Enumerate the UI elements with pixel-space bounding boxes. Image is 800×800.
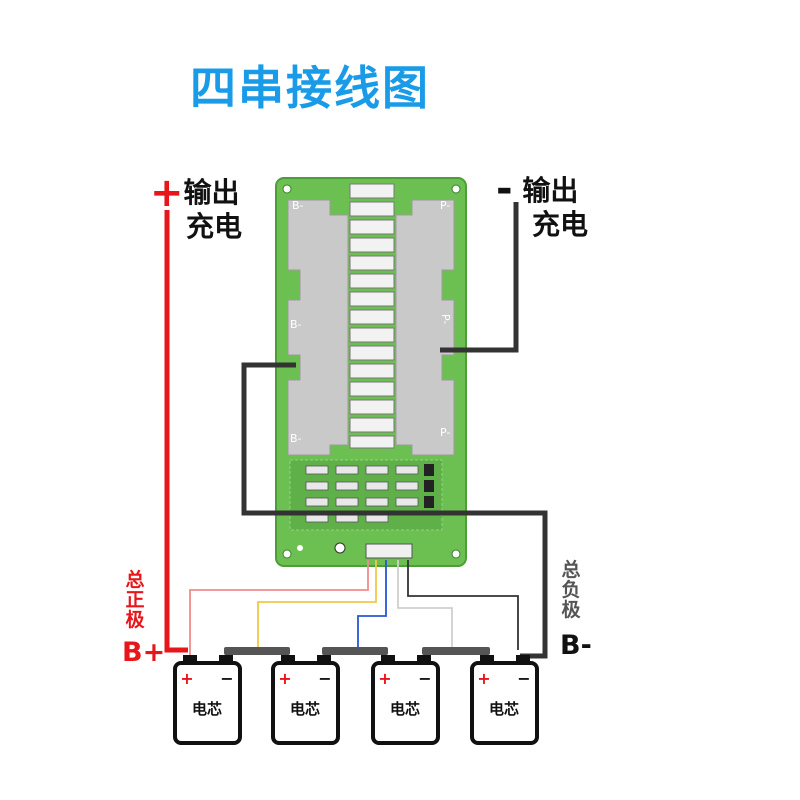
output-text: 输出 [183,176,240,209]
pad-p-mid: P- [439,314,452,324]
b-minus-terminal-label: B- [560,630,592,661]
negative-output-label: - 输出 充电 [496,169,589,242]
plus-sign: + [150,170,184,216]
pad-b-top: B- [292,199,304,212]
series-link-1-2 [224,647,290,655]
cell-plus-icon: + [378,669,391,688]
cell-plus-icon: + [278,669,291,688]
pad-p-top: P- [440,199,450,212]
battery-cell-4: + − 电芯 [470,655,539,745]
balance-wire-red [189,560,369,660]
positive-main-wire [164,210,188,653]
minus-sign: - [496,166,513,212]
charge-text-right: 充电 [532,208,589,241]
series-link-2-3 [322,647,388,655]
battery-cell-2: + − 电芯 [271,655,340,745]
series-link-3-4 [422,647,490,655]
cell-label: 电芯 [489,700,519,718]
charge-text: 充电 [186,210,243,243]
balance-wire-yellow [257,560,377,650]
balance-wire-black [407,560,519,650]
output-text-right: 输出 [522,174,579,207]
pad-b-bottom: B- [290,432,302,445]
battery-cell-1: + − 电芯 [173,655,242,745]
cell-label: 电芯 [390,700,420,718]
total-positive-label: 总正极 [125,569,145,631]
balance-wire-white [397,560,453,650]
cell-plus-icon: + [477,669,490,688]
page-title: 四串接线图 [190,61,430,115]
cell-minus-icon: − [318,669,331,688]
cell-minus-icon: − [517,669,530,688]
cell-label: 电芯 [290,700,320,718]
cell-minus-icon: − [220,669,233,688]
mosfet-array [349,183,395,449]
output-negative-wire [440,202,519,353]
battery-cell-3: + − 电芯 [371,655,440,745]
cell-plus-icon: + [180,669,193,688]
cell-label: 电芯 [192,700,222,718]
pad-p-bottom: P- [440,426,450,439]
pad-b-mid: B- [290,318,302,331]
total-negative-label: 总负极 [561,559,581,621]
cell-minus-icon: − [418,669,431,688]
balance-wire-blue [357,560,387,650]
b-plus-terminal-label: B+ [122,637,166,668]
positive-output-label: +输出 充电 [150,173,243,244]
protection-board: B- B- B- P- P- P- [275,177,467,567]
battery-negative-wire [241,362,548,659]
